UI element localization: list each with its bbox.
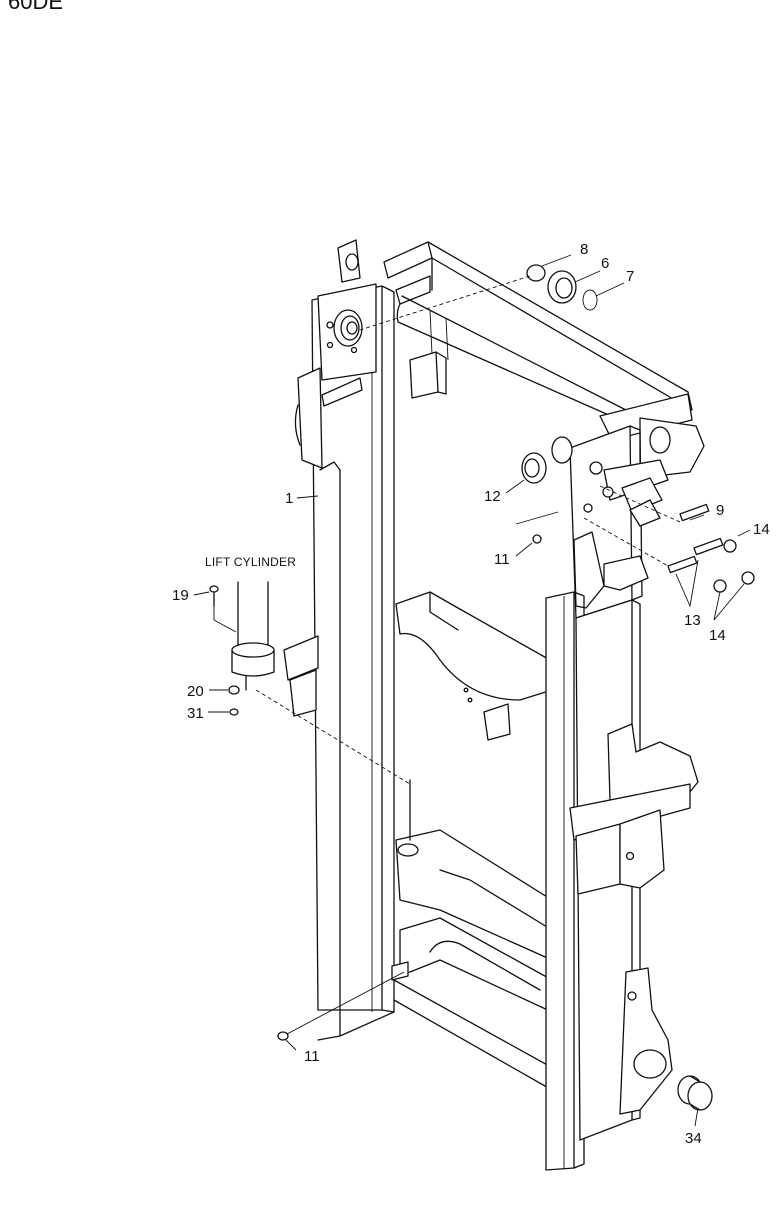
roller-part-8 bbox=[359, 264, 546, 331]
stud-parts-13 bbox=[583, 517, 724, 574]
lift-cylinder bbox=[231, 581, 275, 691]
callout-14-upper: 14 bbox=[753, 521, 770, 538]
nut-parts-14 bbox=[713, 539, 755, 593]
callout-19: 19 bbox=[172, 587, 189, 604]
callout-13: 13 bbox=[684, 612, 701, 629]
callout-8: 8 bbox=[580, 241, 588, 258]
callout-1: 1 bbox=[285, 490, 293, 507]
outer-mast-left-rail bbox=[294, 283, 395, 1041]
callout-leader-lines bbox=[193, 254, 751, 1127]
inner-mast-body bbox=[391, 591, 561, 1091]
left-cylinder-bracket bbox=[255, 635, 411, 841]
right-upper-roller bbox=[521, 436, 573, 484]
callout-34: 34 bbox=[685, 1130, 702, 1147]
left-upper-roller bbox=[326, 309, 363, 354]
callout-20: 20 bbox=[187, 683, 204, 700]
bushing-part-34 bbox=[677, 1075, 713, 1111]
washer-part-20 bbox=[228, 685, 240, 695]
fastener-part-11-upper bbox=[515, 511, 559, 544]
callout-9: 9 bbox=[716, 502, 724, 519]
right-upper-bracket bbox=[569, 393, 705, 619]
lift-cylinder-caption: LIFT CYLINDER bbox=[205, 555, 296, 569]
bolt-part-19 bbox=[209, 585, 237, 633]
callout-7: 7 bbox=[626, 268, 634, 285]
snap-ring-part-7 bbox=[582, 289, 598, 311]
callout-31: 31 bbox=[187, 705, 204, 722]
callout-6: 6 bbox=[601, 255, 609, 272]
callout-14-lower: 14 bbox=[709, 627, 726, 644]
bearing-part-6 bbox=[547, 270, 577, 304]
right-middle-bracket bbox=[569, 723, 699, 895]
stud-part-9 bbox=[599, 485, 710, 523]
callout-11-lower: 11 bbox=[304, 1048, 320, 1065]
callout-12: 12 bbox=[484, 488, 501, 505]
fastener-part-11-lower bbox=[277, 971, 405, 1041]
top-crossmember bbox=[337, 239, 693, 421]
bottom-right-bracket bbox=[619, 967, 673, 1115]
callout-11-upper: 11 bbox=[494, 551, 510, 568]
model-code: 60DE bbox=[8, 0, 64, 14]
nut-part-31 bbox=[229, 708, 239, 716]
